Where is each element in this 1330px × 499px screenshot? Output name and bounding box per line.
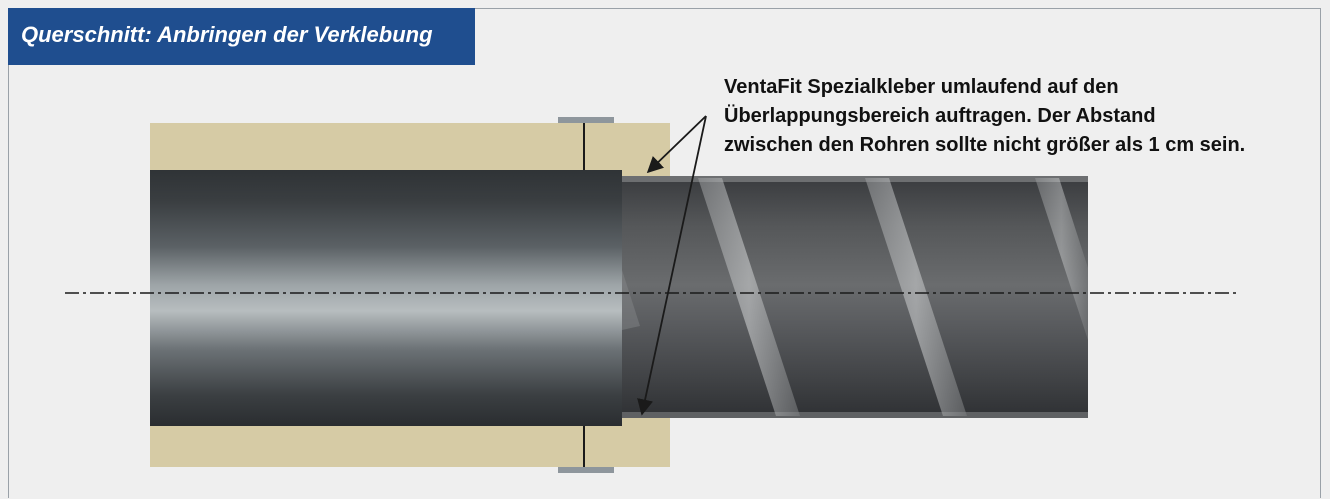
figure-title: Querschnitt: Anbringen der Verklebung [8, 8, 475, 65]
adhesive-instruction-note: VentaFit Spezialkleber umlaufend auf den… [724, 73, 1245, 160]
note-line-1: VentaFit Spezialkleber umlaufend auf den [724, 76, 1119, 98]
bottom-flange-clamp [558, 426, 614, 473]
note-line-2: Überlappungsbereich auftragen. Der Absta… [724, 105, 1156, 127]
note-line-3: zwischen den Rohren sollte nicht größer … [724, 134, 1246, 156]
lower-pointer-arrow [637, 115, 707, 416]
connector-pipe [150, 170, 622, 426]
top-flange-clamp [558, 117, 614, 170]
upper-pointer-arrow [646, 115, 707, 174]
spiral-duct [622, 176, 1088, 418]
